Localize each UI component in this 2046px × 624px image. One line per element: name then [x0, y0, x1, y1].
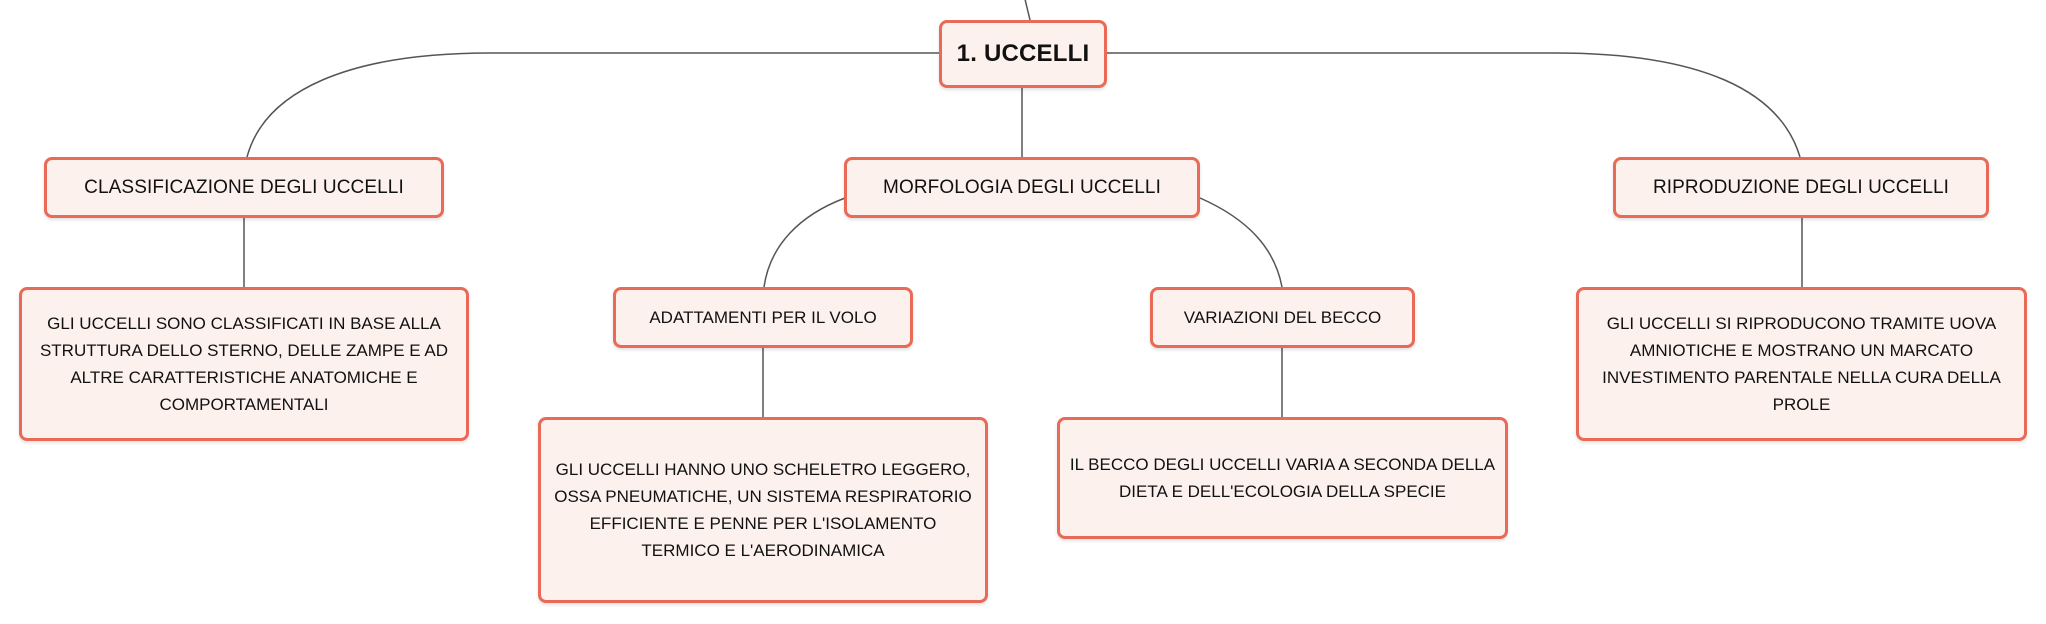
node-volo-detail-text: GLI UCCELLI HANNO UNO SCHELETRO LEGGERO,…	[554, 460, 972, 560]
node-morfologia[interactable]: MORFOLOGIA DEGLI UCCELLI	[844, 157, 1200, 218]
node-riproduzione-detail[interactable]: GLI UCCELLI SI RIPRODUCONO TRAMITE UOVA …	[1576, 287, 2027, 441]
node-root-label: 1. UCCELLI	[956, 40, 1090, 67]
node-riproduzione-label: RIPRODUZIONE DEGLI UCCELLI	[1652, 176, 1950, 198]
node-classificazione[interactable]: CLASSIFICAZIONE DEGLI UCCELLI	[44, 157, 444, 218]
node-volo[interactable]: ADATTAMENTI PER IL VOLO	[613, 287, 913, 348]
node-becco-detail[interactable]: IL BECCO DEGLI UCCELLI VARIA A SECONDA D…	[1057, 417, 1508, 539]
connector-morfologia-becco	[1199, 197, 1283, 288]
connector-root-classificazione	[246, 52, 940, 158]
node-becco-label: VARIAZIONI DEL BECCO	[1183, 307, 1382, 327]
node-volo-label: ADATTAMENTI PER IL VOLO	[649, 307, 877, 327]
connector-incoming-root	[1024, 0, 1031, 21]
node-becco[interactable]: VARIAZIONI DEL BECCO	[1150, 287, 1415, 348]
node-volo-detail[interactable]: GLI UCCELLI HANNO UNO SCHELETRO LEGGERO,…	[538, 417, 988, 603]
node-classificazione-detail[interactable]: GLI UCCELLI SONO CLASSIFICATI IN BASE AL…	[19, 287, 469, 441]
node-riproduzione[interactable]: RIPRODUZIONE DEGLI UCCELLI	[1613, 157, 1989, 218]
node-root[interactable]: 1. UCCELLI	[939, 20, 1107, 88]
node-classificazione-label: CLASSIFICAZIONE DEGLI UCCELLI	[84, 176, 404, 198]
connector-morfologia-volo	[763, 197, 846, 288]
node-morfologia-label: MORFOLOGIA DEGLI UCCELLI	[883, 176, 1161, 198]
node-riproduzione-detail-text: GLI UCCELLI SI RIPRODUCONO TRAMITE UOVA …	[1602, 314, 2001, 414]
node-classificazione-detail-text: GLI UCCELLI SONO CLASSIFICATI IN BASE AL…	[39, 314, 449, 414]
connector-root-riproduzione	[1106, 52, 1801, 158]
node-becco-detail-text: IL BECCO DEGLI UCCELLI VARIA A SECONDA D…	[1069, 455, 1496, 501]
